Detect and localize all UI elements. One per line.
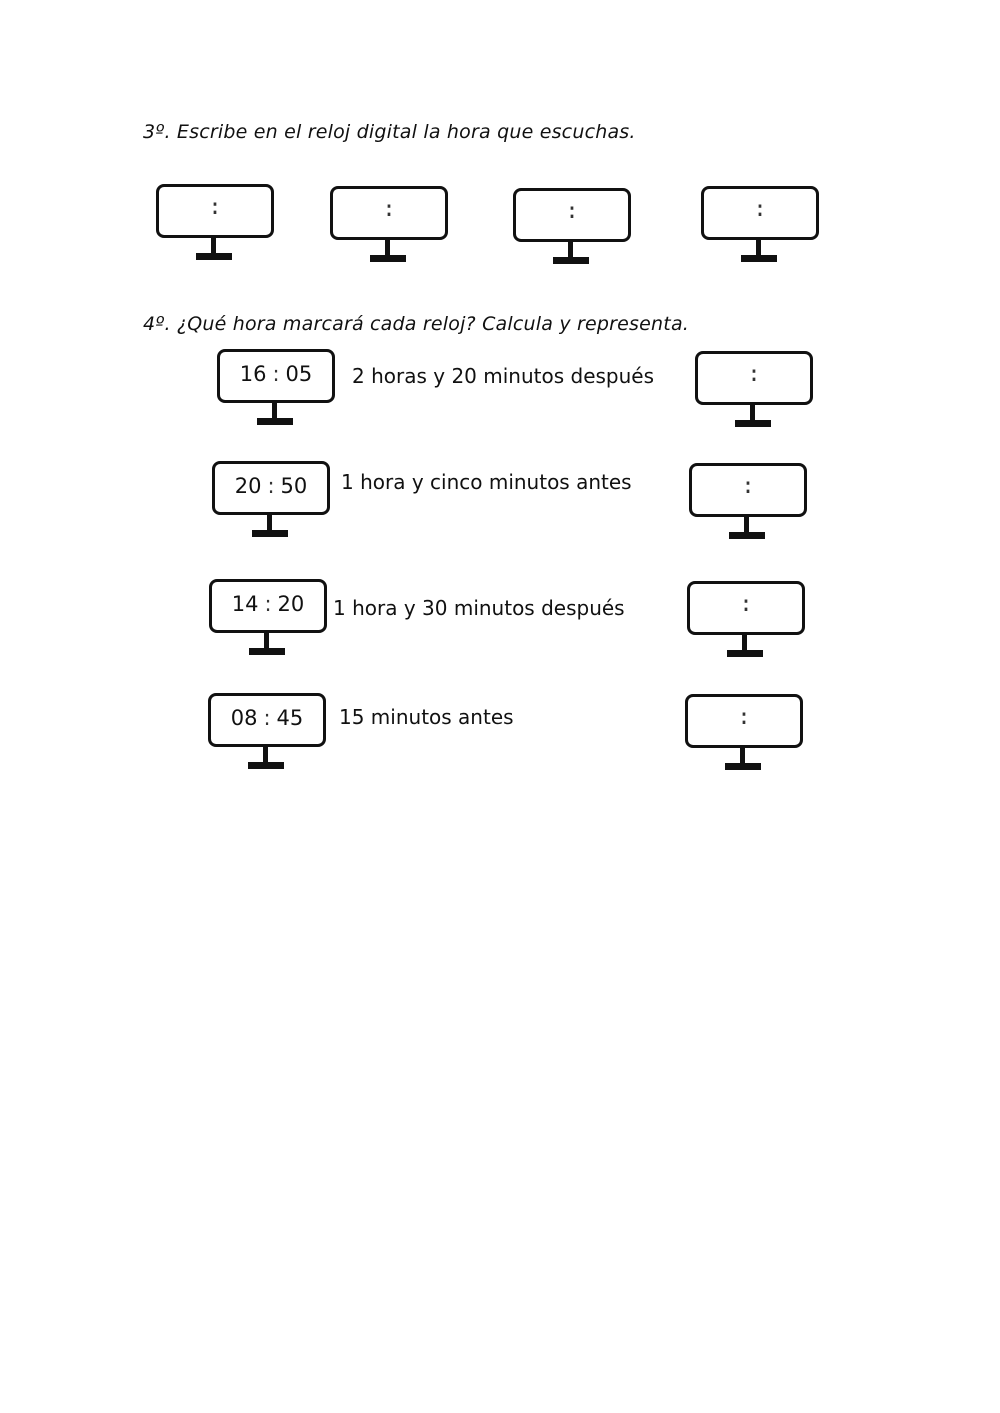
- clock-stand: [264, 630, 269, 650]
- clock-stand: [744, 514, 749, 534]
- clock-hours: 14: [231, 592, 259, 616]
- clock-screen[interactable]: :: [695, 351, 813, 405]
- clock-minutes: 20: [277, 592, 305, 616]
- time-answer-field[interactable]: [341, 197, 441, 231]
- clock-base: [741, 255, 777, 262]
- digital-clock-answer-3[interactable]: :: [513, 188, 631, 270]
- exercise-4-heading: 4º. ¿Qué hora marcará cada reloj? Calcul…: [143, 313, 690, 335]
- clock-base: [249, 648, 285, 655]
- instruction-text-3: 1 hora y 30 minutos después: [333, 596, 625, 620]
- clock-separator: :: [264, 592, 272, 616]
- clock-base: [196, 253, 232, 260]
- clock-screen[interactable]: :: [330, 186, 448, 240]
- clock-screen[interactable]: :: [685, 694, 803, 748]
- clock-base: [248, 762, 284, 769]
- clock-minutes: 45: [276, 706, 304, 730]
- clock-minutes: 05: [285, 362, 313, 386]
- time-answer-field[interactable]: [167, 195, 267, 229]
- clock-hours: 16: [239, 362, 267, 386]
- clock-separator: :: [267, 474, 275, 498]
- clock-screen: 20 : 50: [212, 461, 330, 515]
- clock-time: 08 : 45: [211, 706, 323, 730]
- clock-base: [370, 255, 406, 262]
- digital-clock-result-1[interactable]: :: [695, 351, 813, 433]
- clock-separator: :: [272, 362, 280, 386]
- clock-hours: 08: [230, 706, 258, 730]
- digital-clock-answer-4[interactable]: :: [701, 186, 819, 268]
- clock-stand: [385, 237, 390, 257]
- clock-hours: 20: [234, 474, 262, 498]
- clock-stand: [263, 744, 268, 764]
- clock-stand: [272, 400, 277, 420]
- clock-time: 14 : 20: [212, 592, 324, 616]
- digital-clock-given-1: 16 : 05: [217, 349, 335, 431]
- clock-screen: 14 : 20: [209, 579, 327, 633]
- clock-stand: [740, 745, 745, 765]
- time-answer-field[interactable]: [712, 197, 812, 231]
- exercise-3-heading: 3º. Escribe en el reloj digital la hora …: [143, 121, 636, 143]
- digital-clock-result-2[interactable]: :: [689, 463, 807, 545]
- clock-minutes: 50: [280, 474, 308, 498]
- clock-stand: [756, 237, 761, 257]
- clock-screen[interactable]: :: [156, 184, 274, 238]
- clock-screen: 08 : 45: [208, 693, 326, 747]
- digital-clock-answer-1[interactable]: :: [156, 184, 274, 266]
- clock-screen: 16 : 05: [217, 349, 335, 403]
- clock-screen[interactable]: :: [701, 186, 819, 240]
- digital-clock-result-4[interactable]: :: [685, 694, 803, 776]
- clock-time: 16 : 05: [220, 362, 332, 386]
- digital-clock-result-3[interactable]: :: [687, 581, 805, 663]
- time-answer-field[interactable]: [698, 592, 798, 626]
- clock-base: [257, 418, 293, 425]
- clock-base: [735, 420, 771, 427]
- clock-screen[interactable]: :: [513, 188, 631, 242]
- digital-clock-given-3: 14 : 20: [209, 579, 327, 661]
- clock-base: [729, 532, 765, 539]
- clock-base: [727, 650, 763, 657]
- clock-stand: [750, 402, 755, 422]
- digital-clock-given-4: 08 : 45: [208, 693, 326, 775]
- time-answer-field[interactable]: [700, 474, 800, 508]
- clock-time: 20 : 50: [215, 474, 327, 498]
- time-answer-field[interactable]: [524, 199, 624, 233]
- clock-separator: :: [263, 706, 271, 730]
- clock-base: [252, 530, 288, 537]
- clock-screen[interactable]: :: [689, 463, 807, 517]
- instruction-text-2: 1 hora y cinco minutos antes: [341, 470, 632, 494]
- clock-screen[interactable]: :: [687, 581, 805, 635]
- time-answer-field[interactable]: [696, 705, 796, 739]
- clock-stand: [267, 512, 272, 532]
- clock-base: [725, 763, 761, 770]
- clock-stand: [211, 235, 216, 255]
- digital-clock-answer-2[interactable]: :: [330, 186, 448, 268]
- clock-stand: [568, 239, 573, 259]
- instruction-text-1: 2 horas y 20 minutos después: [352, 364, 655, 388]
- digital-clock-given-2: 20 : 50: [212, 461, 330, 543]
- clock-stand: [742, 632, 747, 652]
- instruction-text-4: 15 minutos antes: [339, 705, 514, 729]
- time-answer-field[interactable]: [706, 362, 806, 396]
- clock-base: [553, 257, 589, 264]
